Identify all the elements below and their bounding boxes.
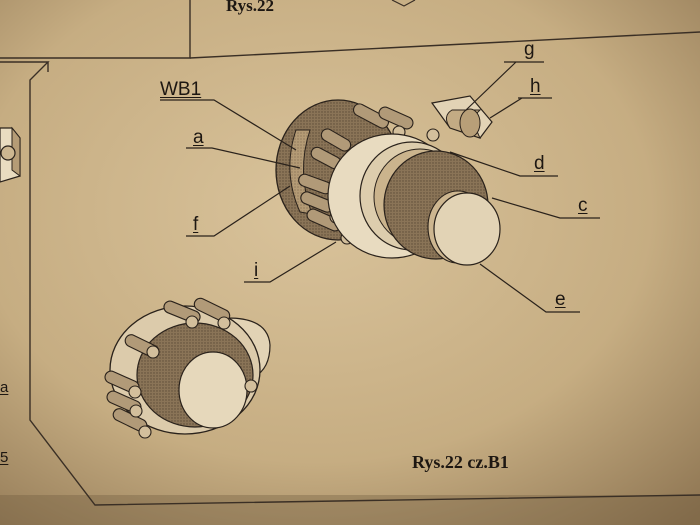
figure-caption: Rys.22 cz.B1	[412, 452, 509, 472]
leader-f	[186, 185, 291, 237]
leader-lines	[160, 61, 600, 313]
left-cube-fragment	[0, 126, 21, 183]
label-f: f	[193, 214, 199, 235]
leader-d	[449, 151, 558, 177]
label-h: h	[530, 76, 541, 97]
leader-e	[479, 263, 580, 313]
assembled-rods	[104, 297, 258, 439]
left-edge-mark-5: 5	[0, 449, 9, 466]
bottom-shadow	[0, 495, 700, 525]
leader-a	[186, 147, 301, 169]
leader-wb1	[160, 99, 297, 151]
label-a: a	[193, 127, 204, 148]
top-caption: Rys.22	[226, 0, 275, 15]
leader-c	[491, 197, 600, 219]
label-d: d	[534, 153, 545, 174]
leader-g	[465, 61, 544, 111]
panel-borders	[0, 0, 700, 506]
main-panel-border	[0, 61, 700, 506]
left-edge-mark-a: a	[0, 379, 9, 396]
leader-h	[489, 97, 552, 119]
label-wb1: WB1	[160, 79, 202, 100]
assembled-wheel	[104, 297, 271, 439]
label-c: c	[578, 195, 588, 216]
assembled-cap	[178, 351, 248, 429]
label-g: g	[524, 39, 535, 60]
cap-e	[433, 192, 501, 266]
wheel-assembly-exploded	[275, 99, 501, 266]
leader-i	[244, 241, 337, 283]
label-e: e	[555, 289, 566, 310]
top-box-fragment	[391, 0, 416, 7]
wedge-parts-gh	[430, 95, 493, 139]
top-panel-border	[189, 31, 700, 59]
label-i: i	[254, 260, 259, 281]
